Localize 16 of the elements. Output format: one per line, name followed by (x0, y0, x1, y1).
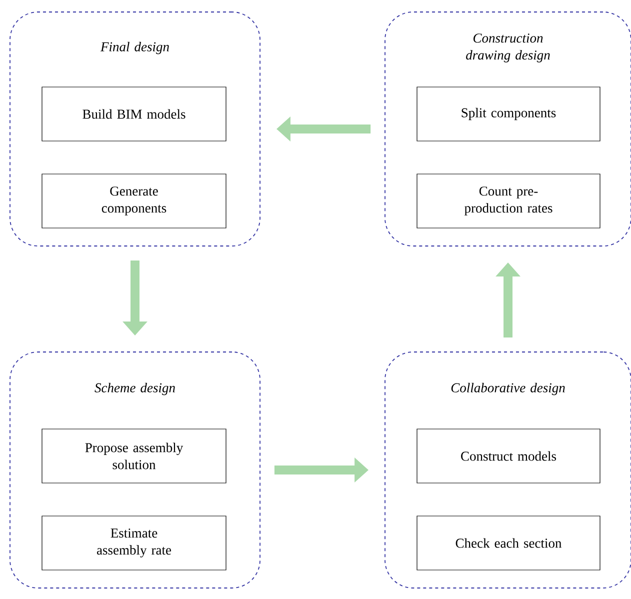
process-box: Split components (416, 86, 600, 142)
process-box: Estimate assembly rate (42, 516, 226, 570)
group-title: Collaborative design (451, 382, 565, 396)
process-box: Count pre-production rates (416, 174, 600, 228)
group-box (384, 12, 631, 246)
process-box: Construct models (416, 428, 600, 484)
group-title: Final design (100, 42, 169, 54)
group-title: Construction drawing design (466, 34, 550, 62)
group-title: Scheme design (94, 382, 175, 396)
group-box (10, 352, 260, 588)
process-box: Propose assembly solution (42, 428, 226, 484)
process-box: Check each section (416, 516, 600, 570)
process-box: Build BIM models (42, 86, 226, 142)
process-box: Generate components (42, 174, 226, 228)
group-box (10, 12, 260, 246)
group-box (384, 352, 631, 588)
